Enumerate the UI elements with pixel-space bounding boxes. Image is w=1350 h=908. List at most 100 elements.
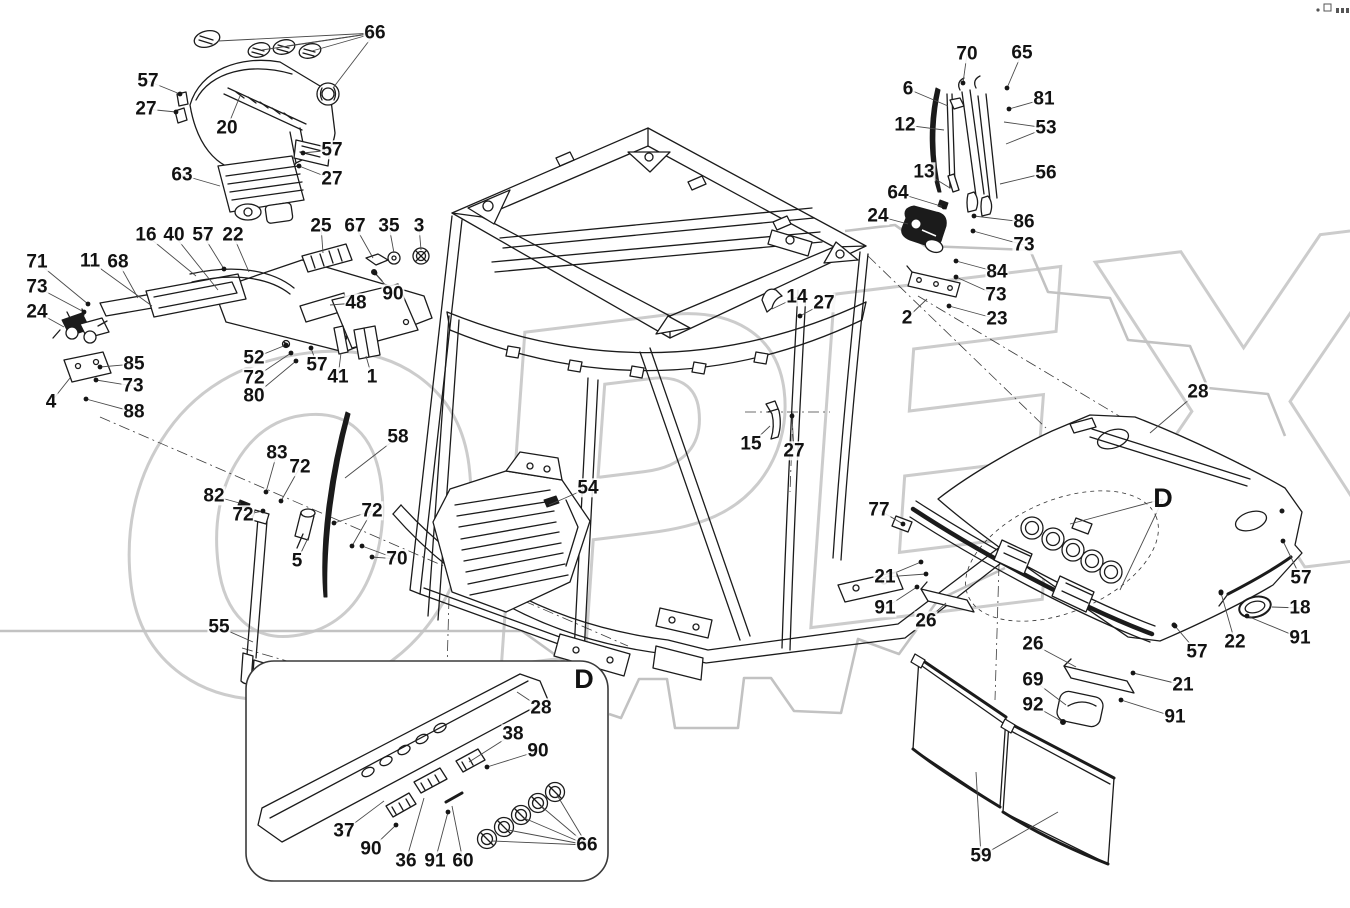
leader-line-53: [1005, 127, 1047, 145]
wiper-arms-56: [961, 89, 998, 201]
washer-35: [387, 251, 401, 265]
leader-line-27: [298, 165, 333, 180]
front-console: [432, 451, 591, 613]
fastener-dot-70: [369, 554, 375, 560]
fastener-dot-57: [308, 345, 314, 351]
leader-line-73: [36, 286, 85, 313]
fastener-dot-72: [288, 350, 294, 356]
leader-line-D: [1119, 498, 1164, 591]
fastener-dot-90: [393, 822, 399, 828]
fastener-dot-21: [1130, 670, 1136, 676]
fastener-dot-57: [1172, 623, 1178, 629]
leader-line-22: [232, 234, 250, 273]
curtains-59: [910, 653, 1116, 866]
fastener-dot-82: [240, 501, 246, 507]
fastener-dot-80: [293, 358, 299, 364]
fastener-dot-27: [296, 163, 302, 169]
leader-line-71: [36, 261, 89, 305]
leader-line-91: [1120, 699, 1176, 718]
fastener-dot-23: [946, 303, 952, 309]
fastener-dot-73: [81, 309, 87, 315]
leader-line-36: [405, 797, 425, 862]
leader-line-66: [491, 840, 588, 846]
leader-line-4: [50, 377, 71, 403]
fastener-dot-72: [331, 520, 337, 526]
leader-line-25: [320, 225, 324, 254]
fastener-dot-64: [941, 204, 947, 210]
fastener-dot-72: [278, 498, 284, 504]
fastener-dot-70: [359, 543, 365, 549]
fastener-dot-27: [797, 313, 803, 319]
fastener-dot-91: [1244, 613, 1250, 619]
corner-marks: [1316, 3, 1349, 13]
inset-dash-strip: [257, 673, 549, 843]
ring-18: [1238, 595, 1272, 619]
headliner-63: [217, 155, 305, 213]
wiper-blade-58: [322, 411, 351, 598]
leader-line-66: [286, 32, 376, 47]
fastener-dot-72: [349, 543, 355, 549]
fastener-dot-86: [971, 213, 977, 219]
leader-line-24: [36, 311, 65, 328]
detail-inset: [245, 660, 609, 882]
brackets-26: [920, 581, 1135, 694]
leader-line-63: [181, 174, 221, 187]
gauge-cluster: [1020, 516, 1123, 584]
fastener-dot-91: [1118, 697, 1124, 703]
leader-line-6: [907, 88, 949, 107]
pin-13: [947, 173, 960, 193]
right-wiper-group: [901, 75, 998, 298]
leader-line-66: [332, 32, 376, 89]
leader-line-35: [388, 225, 395, 254]
fastener-dot-84: [953, 258, 959, 264]
fastener-dot-81: [1006, 106, 1012, 112]
watermark-gear-bottom: [608, 566, 1006, 730]
fastener-dot-85: [97, 364, 103, 370]
fastener-dot-91: [914, 584, 920, 590]
fastener-dot-92: [1060, 719, 1066, 725]
leader-line-59: [980, 811, 1059, 857]
fastener-dot-73: [953, 274, 959, 280]
clip-60: [444, 791, 464, 804]
fastener-dot-27: [173, 109, 179, 115]
leader-line-81: [1008, 98, 1045, 110]
fastener-dot-57: [300, 150, 306, 156]
fastener-dot-65: [1004, 85, 1010, 91]
fastener-dot-72: [260, 508, 266, 514]
fastener-dot-21: [923, 571, 929, 577]
leader-line-65: [1006, 52, 1023, 89]
leader-line-57: [147, 80, 181, 95]
fastener-dot-52: [283, 342, 289, 348]
door-latch-24: [52, 308, 112, 383]
plate-4: [63, 351, 112, 383]
fastener-dot-70: [960, 80, 966, 86]
mid-console-plates: [99, 243, 433, 360]
mirror-69: [1056, 690, 1104, 728]
leader-line-66: [507, 829, 588, 846]
fastener-dot-83: [263, 489, 269, 495]
fastener-dot-90: [484, 764, 490, 770]
fastener-dot-57: [177, 91, 183, 97]
fastener-dot-90: [372, 270, 378, 276]
pin-15: [765, 400, 781, 440]
leader-line-3: [418, 225, 422, 251]
fastener-dot-57: [221, 266, 227, 272]
leader-line-70: [962, 53, 968, 84]
roof-panel-28: [891, 414, 1303, 643]
inset-lamps-66: [476, 781, 566, 850]
leader-line-16: [145, 234, 197, 277]
fastener-dot-21: [918, 559, 924, 565]
fastener-dot-88: [83, 396, 89, 402]
leader-line-66: [217, 32, 376, 42]
leader-line-D: [1069, 498, 1164, 525]
fastener-dot-57: [1280, 538, 1286, 544]
knob-66: [316, 82, 340, 106]
fastener-dot-71: [85, 301, 91, 307]
fastener-dot-77: [900, 521, 906, 527]
roof-cap-group: [174, 29, 340, 224]
leader-line-27: [145, 108, 177, 113]
fastener-dot-27: [789, 413, 795, 419]
fastener-dot-73: [93, 377, 99, 383]
